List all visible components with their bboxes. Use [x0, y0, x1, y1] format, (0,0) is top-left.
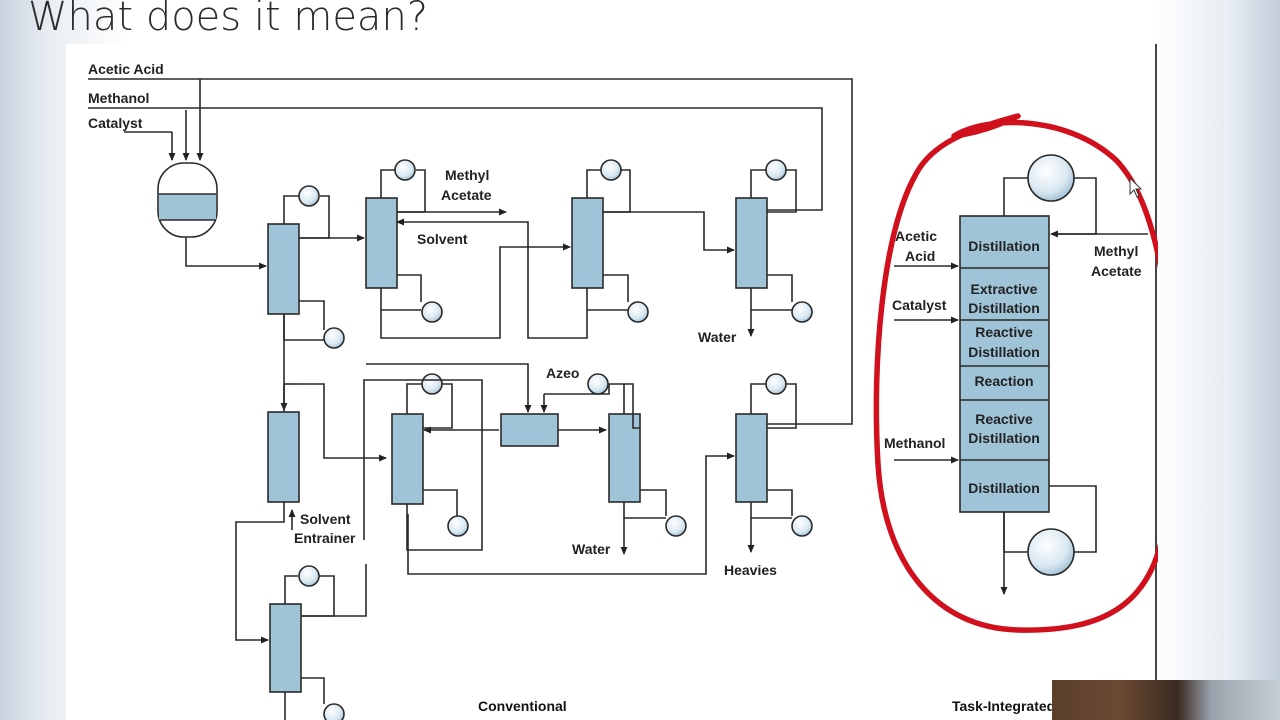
column-9	[269, 603, 302, 693]
mouse-cursor-icon	[1129, 176, 1143, 198]
label-int-methyl: Methyl	[1094, 243, 1138, 259]
section-extractive-line1: Extractive	[971, 281, 1038, 297]
label-methyl-acetate-line2: Acetate	[441, 187, 492, 203]
label-methyl-acetate-line1: Methyl	[445, 167, 489, 183]
label-int-acetic-line1: Acetic	[895, 228, 937, 244]
process-flow-diagram: Acetic Acid Methanol Catalyst Methyl Ace…	[88, 44, 1158, 720]
label-int-catalyst: Catalyst	[892, 297, 947, 313]
column-4	[735, 197, 768, 289]
feed-lines	[88, 78, 853, 425]
label-water-bottom: Water	[572, 541, 611, 557]
label-int-acetic-line2: Acid	[905, 248, 935, 264]
column-6	[391, 413, 424, 505]
label-solvent-entrainer-line2: Entrainer	[294, 530, 356, 546]
label-water-top: Water	[698, 329, 737, 345]
section-reactive-lower-line2: Distillation	[968, 430, 1040, 446]
label-azeo: Azeo	[546, 365, 579, 381]
column-2	[365, 197, 398, 289]
process-diagram-figure: Acetic Acid Methanol Catalyst Methyl Ace…	[66, 44, 1158, 720]
label-solvent-entrainer-line1: Solvent	[300, 511, 351, 527]
integrated-column	[894, 154, 1148, 595]
label-int-methanol: Methanol	[884, 435, 945, 451]
label-methanol: Methanol	[88, 90, 149, 106]
column-8	[735, 413, 768, 503]
caption-conventional: Conventional	[478, 698, 567, 714]
section-reaction: Reaction	[974, 373, 1033, 389]
label-catalyst: Catalyst	[88, 115, 143, 131]
slide-title: What does it mean?	[28, 0, 429, 40]
caption-task-integrated: Task-Integrated	[952, 698, 1055, 714]
section-reactive-upper-line2: Distillation	[968, 344, 1040, 360]
column-5	[267, 411, 300, 503]
section-distillation-bottom: Distillation	[968, 480, 1040, 496]
label-heavies: Heavies	[724, 562, 777, 578]
decanter	[500, 413, 559, 447]
label-acetic-acid: Acetic Acid	[88, 61, 164, 77]
label-int-acetate: Acetate	[1091, 263, 1142, 279]
webcam-overlay	[1052, 680, 1280, 720]
section-extractive-line2: Distillation	[968, 300, 1040, 316]
column-1	[267, 223, 300, 315]
column-3	[571, 197, 604, 289]
section-distillation-top: Distillation	[968, 238, 1040, 254]
label-solvent: Solvent	[417, 231, 468, 247]
section-reactive-lower-line1: Reactive	[975, 411, 1033, 427]
section-reactive-upper-line1: Reactive	[975, 324, 1033, 340]
